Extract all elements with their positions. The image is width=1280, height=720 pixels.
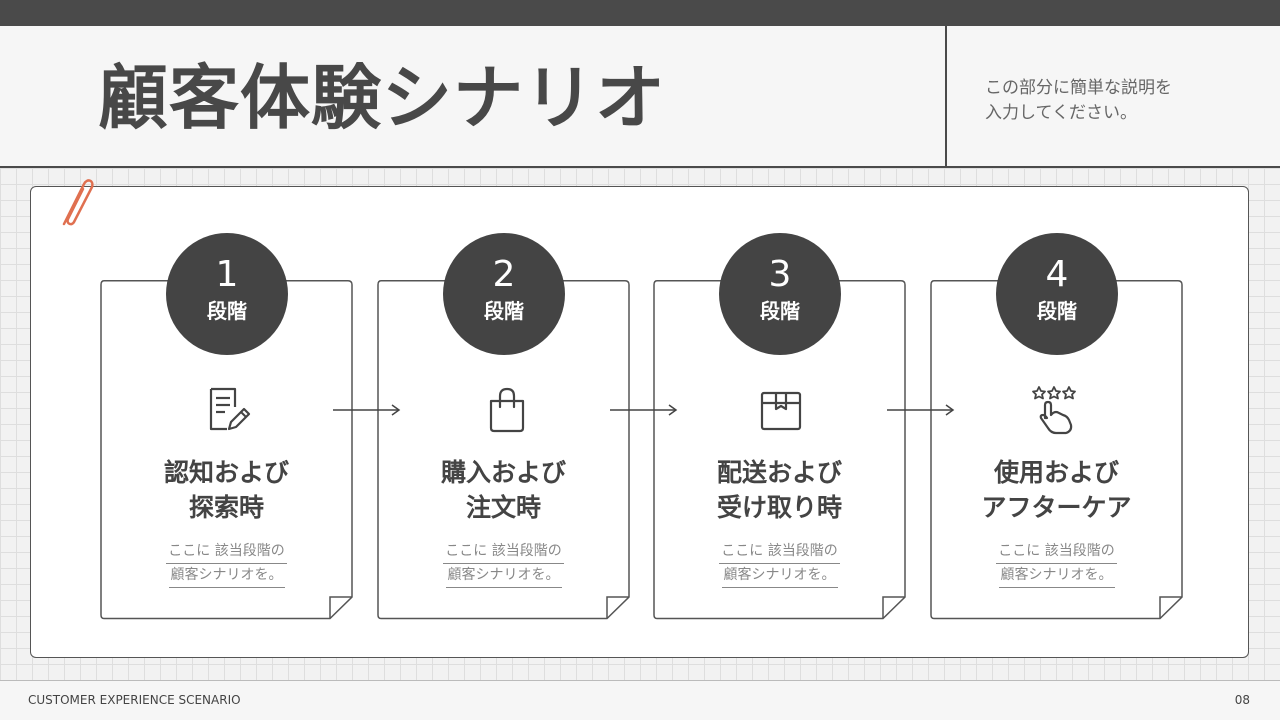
stage-title-1: 認知および 探索時 [100, 455, 353, 525]
stage-number: 2 [492, 254, 516, 295]
stage-note-line-1: ここに 該当段階の [719, 540, 840, 564]
card-outline [653, 280, 906, 620]
stage-card-3 [653, 280, 906, 620]
stage-note-line-1: ここに 該当段階の [996, 540, 1117, 564]
stage-note-3: ここに 該当段階の 顧客シナリオを。 [653, 540, 906, 588]
stage-note-line-1: ここに 該当段階の [443, 540, 564, 564]
description-line-1: この部分に簡単な説明を [985, 78, 1172, 98]
stage-number: 1 [215, 254, 239, 295]
stage-note-1: ここに 該当段階の 顧客シナリオを。 [100, 540, 353, 588]
stage-card-1 [100, 280, 353, 620]
stage-title-line-1: 配送および [716, 458, 842, 487]
rating-hand-icon [1032, 386, 1076, 435]
stage-badge-2: 2 段階 [443, 233, 565, 355]
document-edit-icon [209, 387, 251, 431]
footer: CUSTOMER EXPERIENCE SCENARIO 08 [0, 680, 1280, 720]
footer-caption: CUSTOMER EXPERIENCE SCENARIO [28, 693, 241, 707]
stage-title-4: 使用および アフターケア [930, 455, 1183, 525]
card-outline [377, 280, 630, 620]
stage-number: 4 [1045, 254, 1069, 295]
stage-label: 段階 [1037, 299, 1077, 323]
paperclip-icon [62, 179, 94, 226]
top-bar [0, 0, 1280, 26]
stage-note-line-1: ここに 該当段階の [166, 540, 287, 564]
header: 顧客体験シナリオ この部分に簡単な説明を 入力してください。 [0, 26, 1280, 168]
stage-card-2 [377, 280, 630, 620]
stage-note-4: ここに 該当段階の 顧客シナリオを。 [930, 540, 1183, 588]
card-outline [930, 280, 1183, 620]
stage-card-4 [930, 280, 1183, 620]
arrow-right-icon [887, 404, 955, 416]
stage-label: 段階 [207, 299, 247, 323]
stage-title-2: 購入および 注文時 [377, 455, 630, 525]
stage-title-line-2: 注文時 [465, 493, 541, 522]
stage-title-3: 配送および 受け取り時 [653, 455, 906, 525]
stage-note-line-2: 顧客シナリオを。 [721, 564, 838, 588]
stage-title-line-2: 探索時 [188, 493, 264, 522]
stage-badge-4: 4 段階 [996, 233, 1118, 355]
stage-label: 段階 [484, 299, 524, 323]
header-divider [945, 26, 947, 168]
stage-title-line-2: アフターケア [981, 493, 1132, 522]
stage-badge-3: 3 段階 [719, 233, 841, 355]
stage-title-line-1: 購入および [440, 458, 566, 487]
stage-title-line-2: 受け取り時 [716, 493, 842, 522]
header-description: この部分に簡単な説明を 入力してください。 [985, 76, 1245, 126]
stage-note-line-2: 顧客シナリオを。 [445, 564, 562, 588]
arrow-right-icon [333, 404, 401, 416]
arrow-right-icon [610, 404, 678, 416]
stage-badge-1: 1 段階 [166, 233, 288, 355]
description-line-2: 入力してください。 [985, 103, 1137, 123]
shopping-bag-icon [489, 387, 525, 433]
page-number: 08 [1234, 693, 1250, 707]
stage-title-line-1: 使用および [993, 458, 1119, 487]
card-outline [100, 280, 353, 620]
stage-title-line-1: 認知および [163, 458, 289, 487]
package-box-icon [760, 391, 802, 431]
stage-label: 段階 [760, 299, 800, 323]
stage-note-line-2: 顧客シナリオを。 [168, 564, 285, 588]
page-title: 顧客体験シナリオ [98, 57, 666, 139]
stage-note-line-2: 顧客シナリオを。 [998, 564, 1115, 588]
stage-number: 3 [768, 254, 792, 295]
stage-note-2: ここに 該当段階の 顧客シナリオを。 [377, 540, 630, 588]
